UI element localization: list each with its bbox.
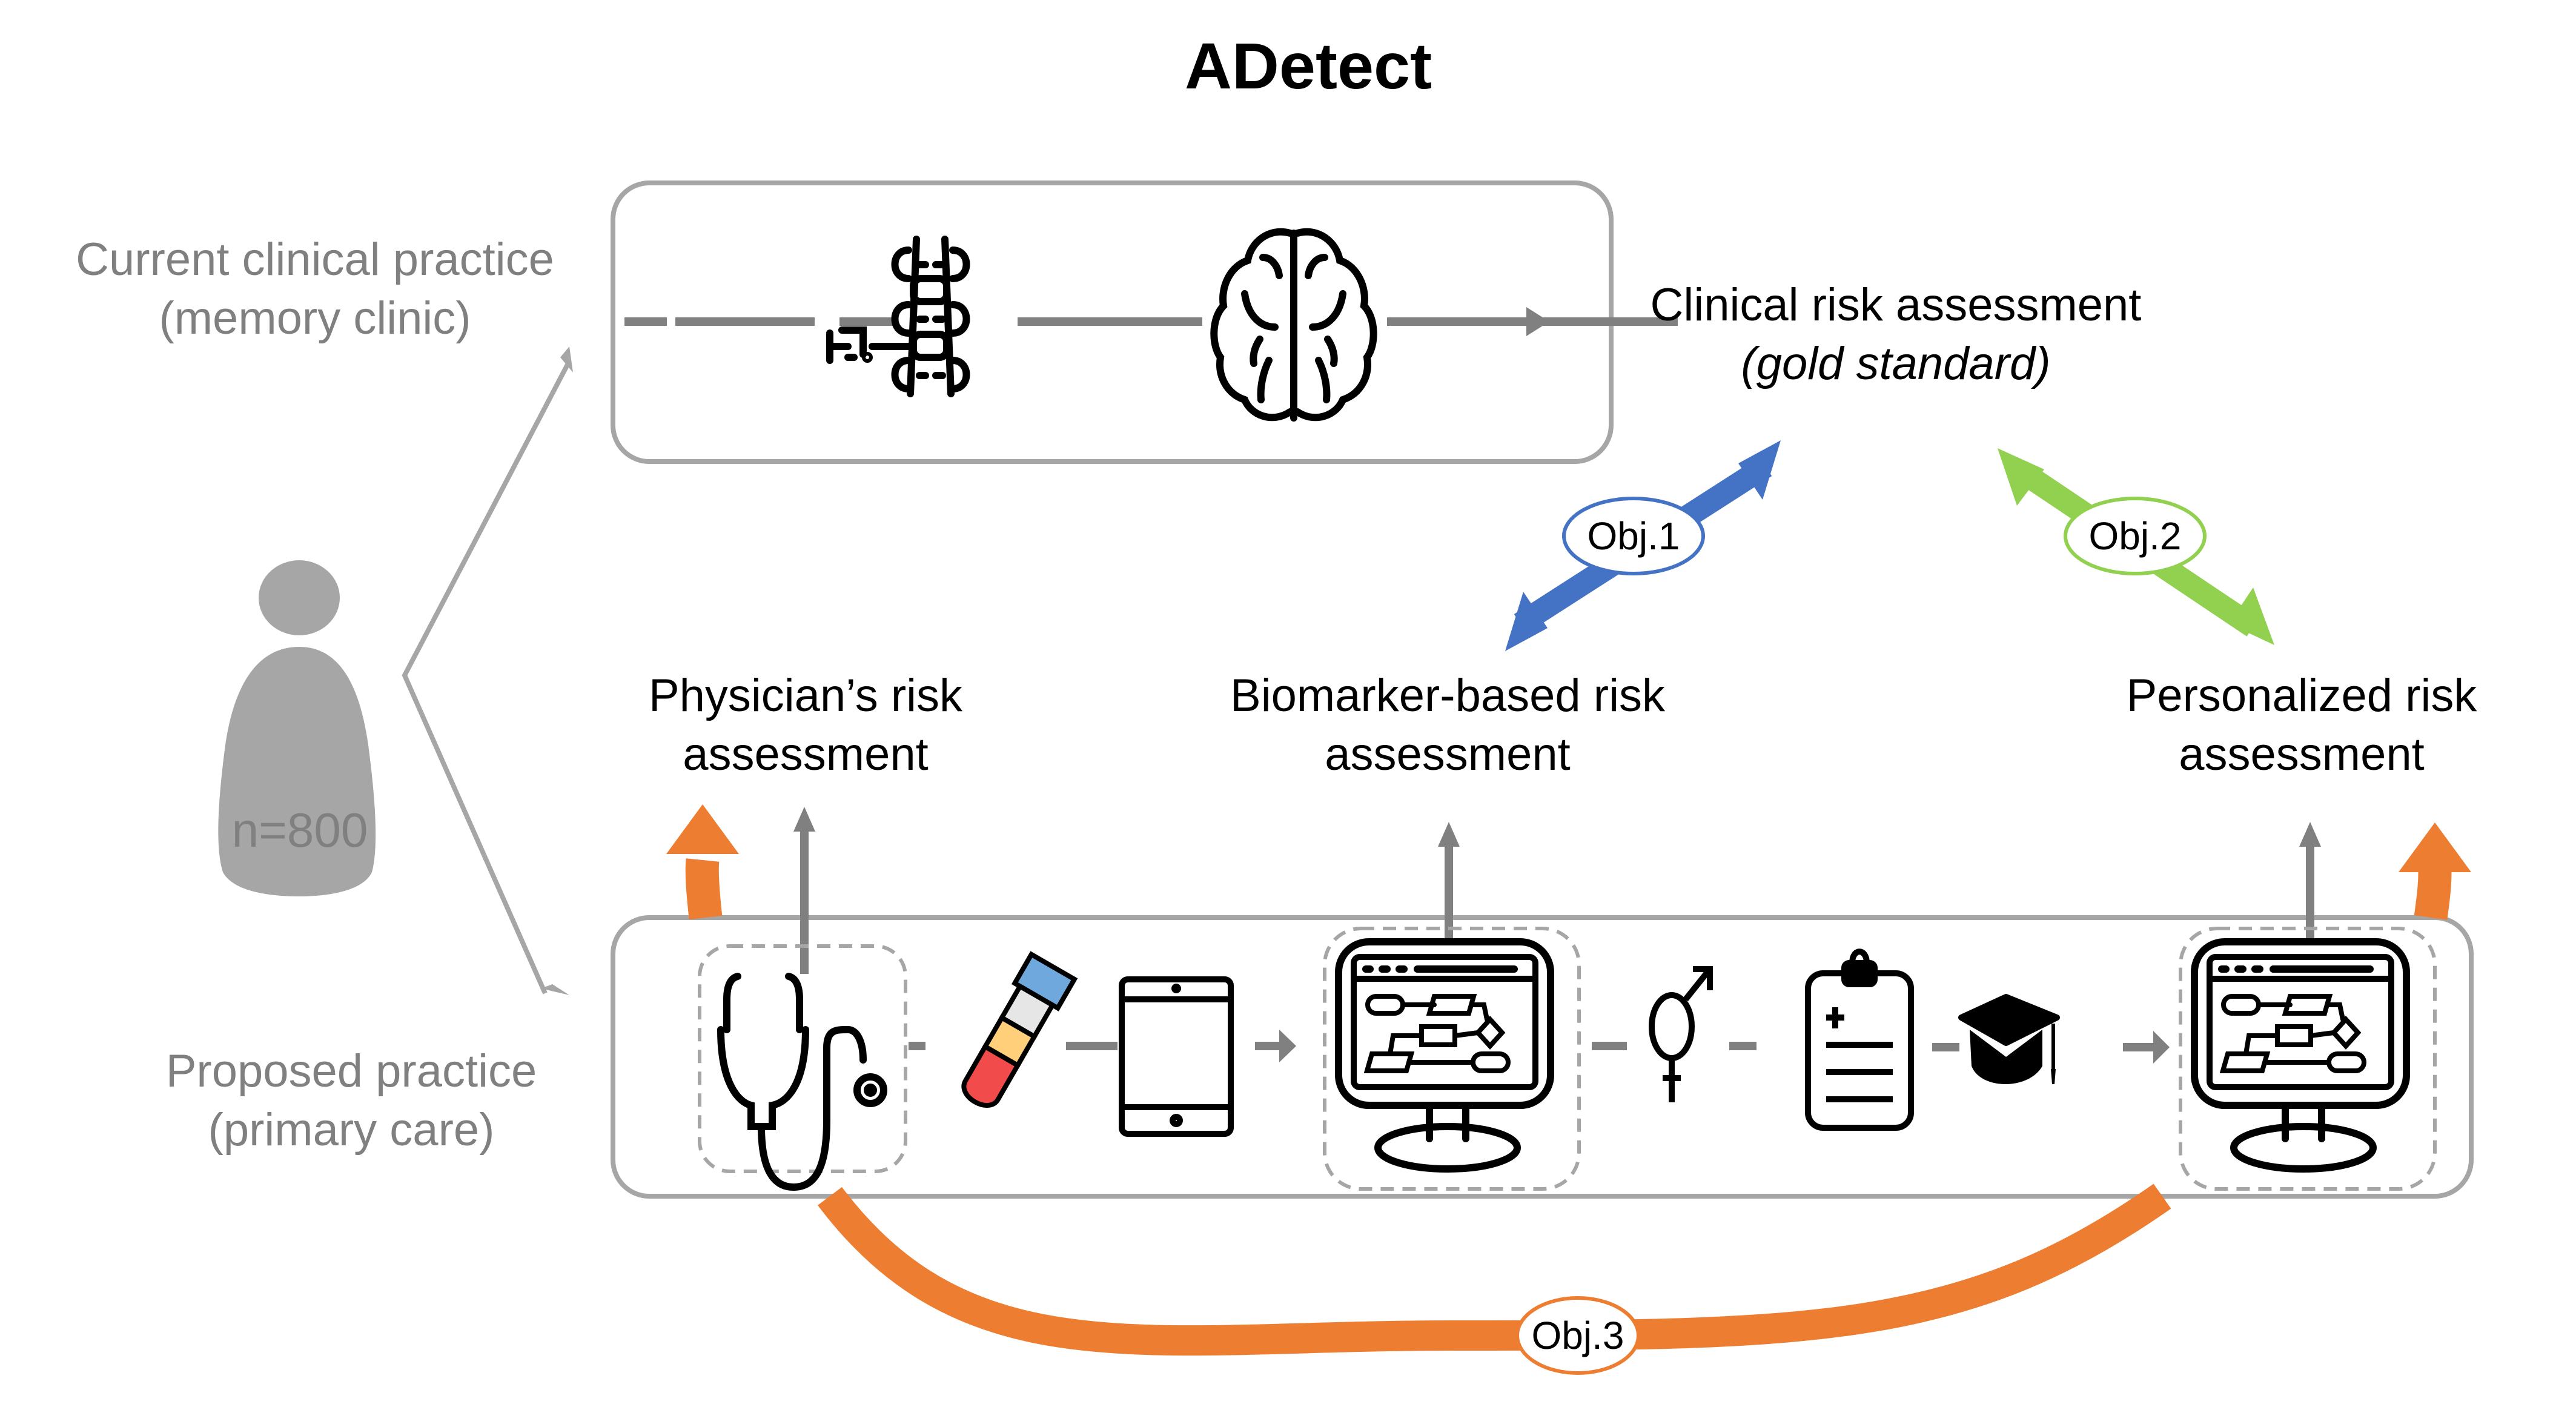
personalized-risk-line1: Personalized risk	[2126, 670, 2477, 721]
obj3-arrowhead-right	[2399, 822, 2471, 872]
highlight-box-physician	[698, 944, 907, 1173]
obj2-badge	[2064, 497, 2207, 575]
biomarker-risk-line2: assessment	[1325, 729, 1571, 781]
medical-clipboard-icon	[1805, 948, 1914, 1131]
obj2-label: Obj.2	[2089, 514, 2182, 558]
current-practice-label: Current clinical practice (memory clinic…	[36, 230, 594, 348]
page-title: ADetect	[1184, 29, 1432, 102]
stethoscope-icon	[717, 973, 887, 1191]
person-icon	[218, 560, 376, 896]
physician-risk-line2: assessment	[683, 729, 929, 781]
obj3-badge	[1515, 1296, 1640, 1375]
obj1-badge	[1562, 497, 1705, 575]
sex-gender-icon	[1649, 966, 1713, 1102]
proposed-flow-connectors	[909, 1030, 2170, 1064]
blood-test-tube-icon	[961, 951, 1078, 1108]
branch-arrowhead-top	[560, 346, 573, 372]
tablet-icon	[1119, 976, 1234, 1137]
branch-arrowhead-bottom	[541, 984, 569, 995]
branch-connector	[402, 346, 573, 995]
proposed-practice-box	[611, 915, 2474, 1199]
obj1-arrow	[1505, 440, 1781, 651]
computer-flowchart-icon	[1335, 938, 1554, 1173]
physician-risk-line1: Physician’s risk	[648, 670, 963, 721]
highlight-box-biomarker	[1323, 927, 1581, 1191]
graduation-cap-icon	[1958, 994, 2060, 1084]
highlight-box-personalized	[2179, 927, 2437, 1191]
proposed-practice-label: Proposed practice (primary care)	[121, 1042, 581, 1160]
current-practice-label-line2: (memory clinic)	[159, 293, 471, 345]
obj3-arrowhead-left	[666, 804, 739, 854]
physician-risk-assessment-label: Physician’s risk assessment	[563, 666, 1048, 784]
biomarker-risk-line1: Biomarker-based risk	[1230, 670, 1665, 721]
current-practice-label-line1: Current clinical practice	[76, 234, 554, 285]
clinical-risk-assessment-label: Clinical risk assessment (gold standard)	[1563, 276, 2229, 394]
personalized-risk-line2: assessment	[2179, 729, 2425, 781]
proposed-practice-label-line1: Proposed practice	[165, 1045, 537, 1097]
brain-icon	[1210, 228, 1377, 422]
clinical-risk-line1: Clinical risk assessment	[1650, 279, 2142, 331]
personalized-risk-assessment-label: Personalized risk assessment	[2029, 666, 2574, 784]
obj1-label: Obj.1	[1588, 514, 1680, 558]
participant-count: n=800	[231, 803, 368, 857]
gold-standard-label: (gold standard)	[1741, 338, 2051, 390]
lumbar-puncture-spine-icon	[826, 236, 970, 397]
obj2-arrow	[1998, 448, 2274, 645]
biomarker-risk-assessment-label: Biomarker-based risk assessment	[1145, 666, 1750, 784]
proposed-practice-label-line2: (primary care)	[208, 1104, 495, 1156]
obj3-label: Obj.3	[1532, 1314, 1624, 1357]
obj3-arrow	[666, 804, 2471, 1356]
current-flow-line	[675, 307, 1549, 336]
